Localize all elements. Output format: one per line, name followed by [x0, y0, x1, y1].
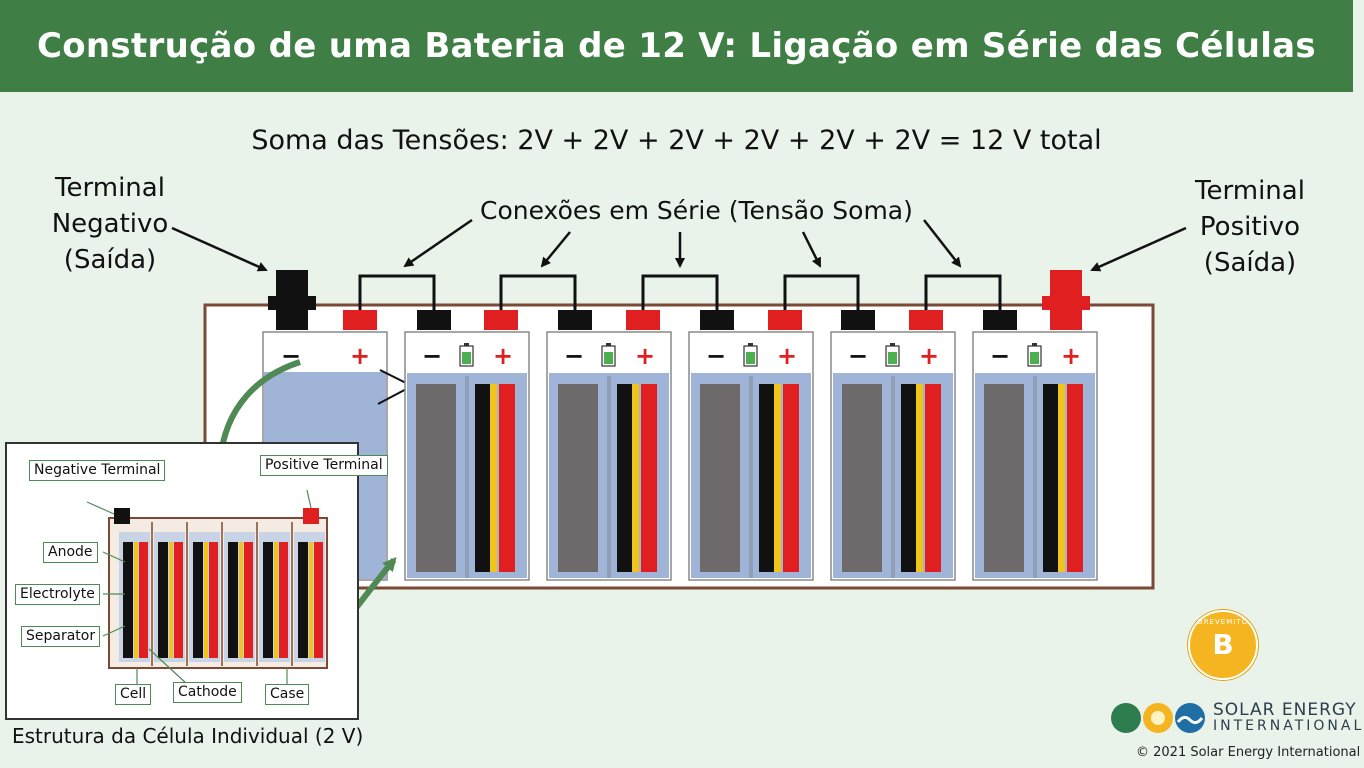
battery-level-icon — [459, 343, 474, 367]
inset-separator — [309, 542, 313, 658]
series-bridge — [924, 274, 1002, 310]
page-title: Construção de uma Bateria de 12 V: Ligaç… — [37, 26, 1316, 66]
inset-positive-post — [303, 508, 319, 524]
copyright-text: © 2021 Solar Energy International — [1136, 745, 1361, 760]
cell-positive-post — [343, 310, 377, 330]
inset-separator — [239, 542, 243, 658]
cell-negative-post — [841, 310, 875, 330]
inset-cathode-plate — [279, 542, 288, 658]
callout-negative-terminal: Negative Terminal — [29, 460, 166, 481]
inset-anode-plate — [228, 542, 238, 658]
badge-letter: B — [1212, 628, 1234, 661]
cell-positive-post — [484, 310, 518, 330]
inset-anode-plate — [158, 542, 168, 658]
cell-minus-sign: − — [848, 342, 868, 370]
cell-5: −+ — [830, 331, 956, 581]
cell-plus-sign: + — [635, 342, 655, 370]
inset-negative-post — [114, 508, 130, 524]
callout-anode: Anode — [43, 542, 98, 563]
inset-cathode-plate — [314, 542, 323, 658]
negative-terminal-label: Terminal Negativo (Saída) — [51, 173, 169, 275]
inset-anode-plate — [298, 542, 308, 658]
cell-positive-post — [626, 310, 660, 330]
inset-anode-plate — [193, 542, 203, 658]
cell-2: −+ — [404, 331, 530, 581]
inset-separator — [204, 542, 208, 658]
series-bridge — [783, 274, 860, 310]
battery-level-icon — [885, 343, 900, 367]
logo-subtitle: INTERNATIONAL — [1213, 718, 1364, 734]
callout-electrolyte: Electrolyte — [15, 584, 100, 605]
inset-caption: Estrutura da Célula Individual (2 V) — [12, 724, 364, 748]
cell-6: −+ — [972, 331, 1098, 581]
inset-anode-plate — [263, 542, 273, 658]
inset-arrow-bottom — [353, 556, 397, 610]
cell-structure-inset: Negative Terminal Positive Terminal Anod… — [5, 442, 388, 720]
inset-separator — [274, 542, 278, 658]
callout-separator: Separator — [21, 626, 101, 647]
battery-level-icon — [1027, 343, 1042, 367]
callout-cell: Cell — [115, 684, 152, 705]
cell-negative-post — [983, 310, 1017, 330]
battery-level-icon — [743, 343, 758, 367]
series-bridge — [358, 274, 436, 310]
cell-3: −+ — [546, 331, 672, 581]
series-connections-label: Conexões em Série (Tensão Soma) — [480, 196, 913, 225]
inset-cathode-plate — [174, 542, 183, 658]
cell-1-plus: + — [350, 342, 370, 370]
callout-cathode: Cathode — [173, 682, 242, 703]
badge-ring-text: BREVEMITO — [1197, 618, 1249, 626]
positive-terminal-label: Terminal Positivo (Saída) — [1195, 176, 1305, 278]
cell-plus-sign: + — [919, 342, 939, 370]
logo-name: SOLAR ENERGY — [1213, 700, 1357, 720]
cell-positive-post — [909, 310, 943, 330]
inset-anode-plate — [123, 542, 133, 658]
voltage-sum-text: Soma das Tensões: 2V + 2V + 2V + 2V + 2V… — [251, 125, 1102, 156]
callout-case: Case — [265, 684, 310, 705]
cell-structure-diagram — [86, 489, 328, 685]
positive-terminal-post — [1042, 270, 1090, 330]
inset-separator — [134, 542, 138, 658]
cell-negative-post — [417, 310, 451, 330]
cell-negative-post — [700, 310, 734, 330]
cell-plus-sign: + — [777, 342, 797, 370]
cell-minus-sign: − — [706, 342, 726, 370]
cell-negative-post — [558, 310, 592, 330]
cell-minus-sign: − — [990, 342, 1010, 370]
cell-plus-sign: + — [493, 342, 513, 370]
cell-positive-post — [768, 310, 802, 330]
battery-level-icon — [601, 343, 616, 367]
cell-minus-sign: − — [564, 342, 584, 370]
negative-terminal-post — [268, 270, 316, 330]
solar-energy-logo-icon — [1111, 703, 1205, 733]
series-bridge — [641, 274, 719, 310]
series-bridge — [499, 274, 577, 310]
positive-terminal-arrow — [1090, 226, 1187, 272]
inset-cathode-plate — [139, 542, 148, 658]
inset-separator — [169, 542, 173, 658]
cell-plus-sign: + — [1061, 342, 1081, 370]
callout-positive-terminal: Positive Terminal — [260, 455, 388, 476]
brevemito-badge: BREVEMITO B — [1188, 610, 1258, 680]
cell-4: −+ — [688, 331, 814, 581]
series-arrows — [403, 218, 962, 268]
title-banner — [0, 0, 1353, 92]
inset-cathode-plate — [209, 542, 218, 658]
inset-cathode-plate — [244, 542, 253, 658]
cell-minus-sign: − — [422, 342, 442, 370]
negative-terminal-arrow — [171, 226, 268, 272]
